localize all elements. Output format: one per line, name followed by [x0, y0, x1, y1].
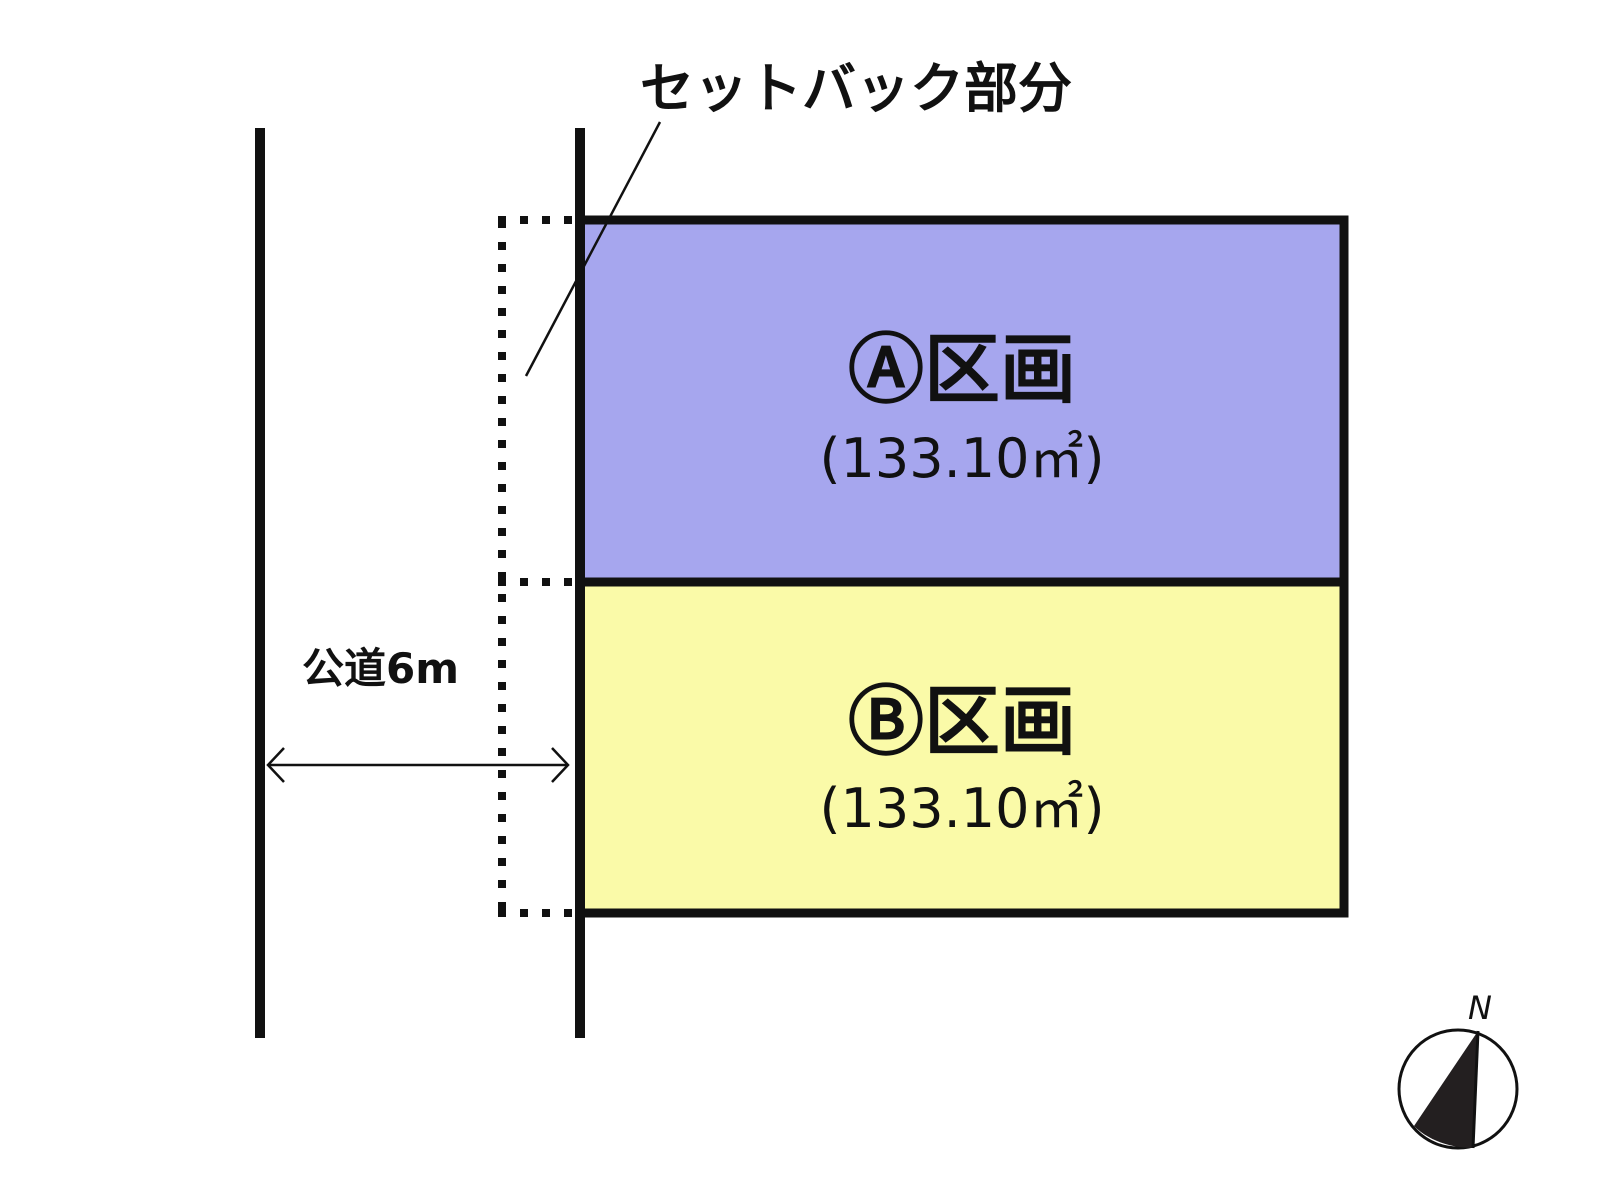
lot-a-name: Ⓐ区画 [848, 325, 1076, 414]
compass-needle-outline [1471, 1030, 1480, 1149]
compass-needle-shaded [1414, 1031, 1478, 1148]
lot-a-parcel [575, 215, 1349, 587]
lot-b-name: Ⓑ区画 [848, 677, 1076, 766]
compass-north-label: N [1468, 989, 1492, 1027]
road-width-arrow [266, 747, 570, 783]
lot-b-area: (133.10㎡) [819, 777, 1105, 840]
lot-a-area: (133.10㎡) [819, 427, 1105, 490]
lot-b-parcel [575, 577, 1349, 918]
north-compass [1397, 1028, 1519, 1150]
road-width-label: 公道6m [302, 644, 459, 693]
setback-outline [498, 216, 576, 917]
setback-leader-line [524, 121, 662, 377]
setback-label: セットバック部分 [640, 57, 1072, 120]
